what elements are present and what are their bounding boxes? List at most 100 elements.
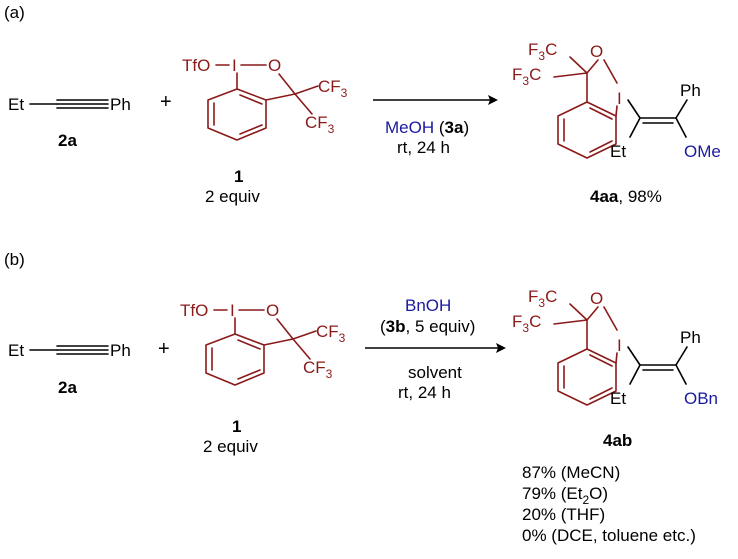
bond xyxy=(629,117,641,138)
bond xyxy=(569,56,588,74)
arrow-head xyxy=(496,343,506,353)
arrow-head xyxy=(488,95,498,105)
f3c-label: F3C xyxy=(512,312,541,335)
oxygen-label: O xyxy=(590,42,603,61)
aromatic-bond xyxy=(237,369,261,380)
bond xyxy=(586,306,599,321)
benzene-ring xyxy=(557,348,617,406)
compound-1-label: 1 xyxy=(232,417,241,436)
plus-sign: + xyxy=(160,91,172,113)
benzene-ring xyxy=(205,333,265,386)
bond xyxy=(265,93,296,101)
alkyne-2a: Et Ph 2a xyxy=(8,341,131,397)
bond xyxy=(603,306,618,331)
cf3-label: CF3 xyxy=(303,358,333,381)
bond xyxy=(276,318,294,340)
compound-2a-label: 2a xyxy=(58,131,77,150)
aromatic-bond xyxy=(239,94,263,105)
aromatic-bond xyxy=(589,387,613,400)
bond xyxy=(263,338,294,346)
cf3-label: CF3 xyxy=(318,77,348,100)
plus-sign: + xyxy=(158,338,170,360)
conditions-time: rt, 24 h xyxy=(398,383,451,402)
oxygen-label: O xyxy=(266,301,279,320)
conditions-solvent: solvent xyxy=(408,363,462,382)
bond xyxy=(292,330,317,340)
bond xyxy=(553,319,588,325)
f3c-label: F3C xyxy=(528,287,557,310)
aromatic-bond xyxy=(237,339,261,350)
ethyl-label: Et xyxy=(8,95,24,114)
bond xyxy=(278,73,296,95)
yield-thf: 20% (THF) xyxy=(522,505,605,524)
bond xyxy=(615,105,618,117)
aromatic-bond xyxy=(589,354,613,367)
alkyne-2a: Et Ph 2a xyxy=(8,95,131,150)
product-4aa-yield: 4aa, 98% xyxy=(590,187,662,206)
iodine-label: I xyxy=(617,336,622,355)
part-b-label: (b) xyxy=(4,250,25,269)
conditions-alcohol-equiv: (3b, 5 equiv) xyxy=(380,317,475,336)
f3c-label: F3C xyxy=(528,40,557,63)
compound-2a-label: 2a xyxy=(58,378,77,397)
oxygen-label: O xyxy=(268,56,281,75)
bond xyxy=(294,85,319,95)
iodine-label: I xyxy=(617,89,622,108)
f3c-label: F3C xyxy=(512,65,541,88)
part-b: (b) Et Ph 2a + TfO I O CF3 xyxy=(4,250,718,545)
compound-1-label: 1 xyxy=(234,167,243,186)
aromatic-bond xyxy=(589,140,613,153)
conditions-time: rt, 24 h xyxy=(397,138,450,157)
cf3-label: CF3 xyxy=(305,113,335,136)
bond xyxy=(569,303,588,321)
bond xyxy=(615,352,618,364)
methoxy-label: OMe xyxy=(684,142,721,161)
aromatic-bond xyxy=(239,124,263,135)
reagent-equiv-label: 2 equiv xyxy=(205,187,260,206)
yield-mecn: 87% (MeCN) xyxy=(522,463,620,482)
bond xyxy=(603,59,618,84)
bond xyxy=(627,346,641,366)
phenyl-label: Ph xyxy=(110,95,131,114)
ethyl-label: Et xyxy=(610,142,626,161)
bond xyxy=(675,364,687,385)
benzene-ring xyxy=(207,88,267,141)
product-4ab-label: 4ab xyxy=(603,431,632,450)
bond xyxy=(292,338,311,360)
aromatic-bond xyxy=(589,107,613,120)
cf3-label: CF3 xyxy=(316,322,346,345)
yield-et2o: 79% (Et2O) xyxy=(522,484,608,507)
reagent-equiv-label: 2 equiv xyxy=(203,437,258,456)
bond xyxy=(586,59,599,74)
conditions-alcohol: MeOH (3a) xyxy=(385,118,469,137)
phenyl-label: Ph xyxy=(680,81,701,100)
reagent-1-structure: TfO I O CF3 CF3 xyxy=(180,301,346,386)
phenyl-label: Ph xyxy=(680,328,701,347)
benzyloxy-label: OBn xyxy=(684,389,718,408)
product-4aa-structure: F3C F3C O I Ph Et OMe xyxy=(512,40,721,161)
bond xyxy=(675,117,687,138)
phenyl-label: Ph xyxy=(110,341,131,360)
bond xyxy=(294,93,313,115)
oxygen-label: O xyxy=(590,289,603,308)
benzene-ring xyxy=(557,101,617,159)
iodine-label: I xyxy=(230,301,235,320)
iodine-label: I xyxy=(232,56,237,75)
reagent-1-structure: TfO I O CF3 CF3 xyxy=(182,56,348,141)
ethyl-label: Et xyxy=(610,389,626,408)
ethyl-label: Et xyxy=(8,341,24,360)
yield-other: 0% (DCE, toluene etc.) xyxy=(522,526,696,545)
bond xyxy=(627,99,641,119)
product-4ab-structure: F3C F3C O I Ph Et OBn xyxy=(512,287,718,408)
bond xyxy=(629,364,641,385)
bond xyxy=(553,72,588,78)
part-a: (a) Et Ph 2a + TfO I O xyxy=(4,3,721,206)
bond xyxy=(675,99,688,119)
part-a-label: (a) xyxy=(4,3,25,22)
conditions-alcohol: BnOH xyxy=(405,296,451,315)
yield-list: 87% (MeCN) 79% (Et2O) 20% (THF) 0% (DCE,… xyxy=(522,463,696,545)
tfo-label: TfO xyxy=(180,301,208,320)
tfo-label: TfO xyxy=(182,56,210,75)
bond xyxy=(675,346,688,366)
